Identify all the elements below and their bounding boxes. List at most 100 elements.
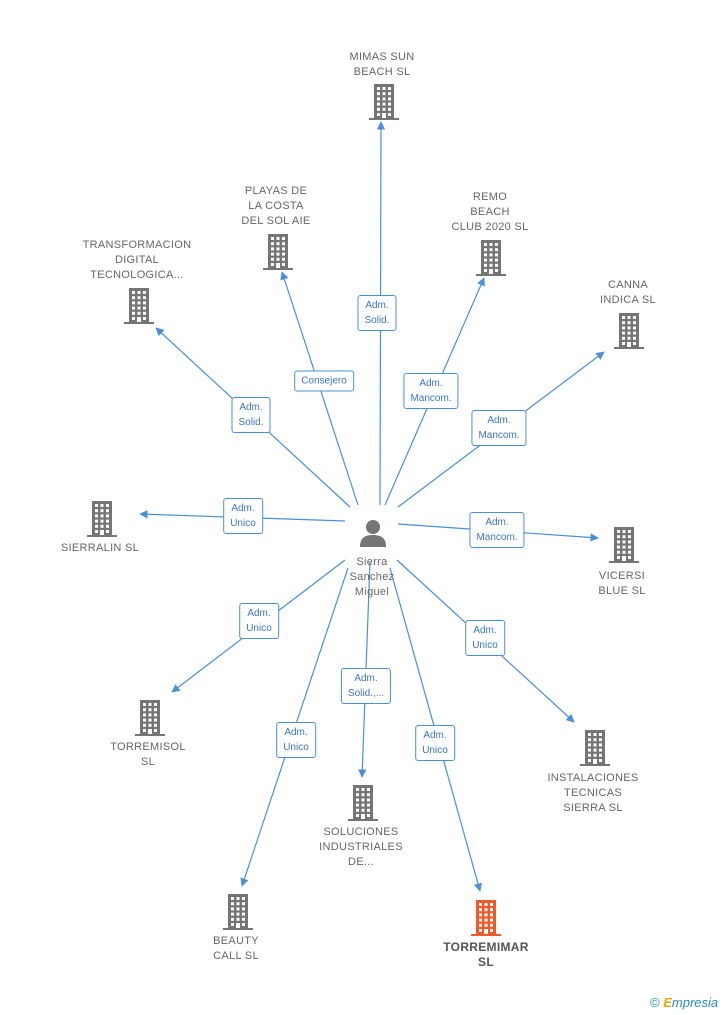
role-label-remo[interactable]: Adm. Mancom. bbox=[403, 373, 459, 409]
company-node-canna[interactable] bbox=[614, 313, 644, 354]
role-label-line: Consejero bbox=[301, 375, 347, 387]
company-name-transformacion-line: DIGITAL bbox=[114, 254, 160, 266]
company-name-transformacion: TRANSFORMACION DIGITAL TECNOLOGICA... bbox=[83, 238, 192, 283]
company-name-canna-line: CANNA bbox=[607, 279, 649, 291]
copyright-symbol: © bbox=[650, 995, 660, 1010]
role-label-line: Mancom. bbox=[478, 430, 520, 441]
company-name-remo-line: BEACH bbox=[470, 206, 510, 218]
role-label-instalaciones[interactable]: Adm. Unico bbox=[465, 620, 505, 656]
company-name-torremisol-line: SL bbox=[140, 756, 156, 768]
role-label-mimas[interactable]: Adm. Solid. bbox=[357, 295, 397, 331]
role-label-line: Solid. bbox=[364, 315, 390, 326]
company-name-transformacion-line: TRANSFORMACION bbox=[82, 239, 192, 251]
company-name-beauty: BEAUTY CALL SL bbox=[213, 934, 259, 964]
company-name-playas-line: PLAYAS DE bbox=[244, 185, 308, 197]
building-icon bbox=[124, 288, 154, 324]
role-label-playas[interactable]: Consejero bbox=[294, 370, 354, 392]
building-icon bbox=[609, 527, 639, 563]
company-node-torremisol[interactable] bbox=[135, 700, 165, 741]
company-node-vicersi[interactable] bbox=[609, 527, 639, 568]
company-name-mimas-line: BEACH SL bbox=[353, 66, 411, 78]
building-icon bbox=[263, 234, 293, 270]
building-icon bbox=[348, 785, 378, 821]
role-label-canna[interactable]: Adm. Mancom. bbox=[471, 410, 527, 446]
company-node-sierralin[interactable] bbox=[87, 501, 117, 542]
role-label-torremisol[interactable]: Adm. Unico bbox=[239, 603, 279, 639]
role-label-line: Mancom. bbox=[476, 532, 518, 543]
company-name-playas-line: DEL SOL AIE bbox=[241, 215, 311, 227]
company-node-instalaciones[interactable] bbox=[580, 730, 610, 771]
role-label-line: Adm. bbox=[284, 727, 308, 738]
role-label-line: Adm. bbox=[485, 517, 509, 528]
role-label-line: Adm. bbox=[423, 730, 447, 741]
center-person-name-line: Sierra bbox=[356, 556, 388, 568]
building-icon bbox=[87, 501, 117, 537]
building-icon bbox=[223, 894, 253, 930]
company-name-soluciones: SOLUCIONES INDUSTRIALES DE... bbox=[319, 825, 403, 870]
company-node-transformacion[interactable] bbox=[124, 288, 154, 329]
company-name-vicersi: VICERSI BLUE SL bbox=[598, 569, 645, 599]
role-label-line: Adm. bbox=[354, 673, 378, 684]
company-name-playas-line: LA COSTA bbox=[248, 200, 304, 212]
company-name-mimas-line: MIMAS SUN bbox=[349, 51, 415, 63]
company-node-soluciones[interactable] bbox=[348, 785, 378, 826]
role-label-line: Unico bbox=[472, 640, 498, 651]
company-name-instalaciones-line: INSTALACIONES bbox=[547, 772, 639, 784]
role-label-beauty[interactable]: Adm.Unico bbox=[276, 722, 316, 758]
company-name-torremisol-line: TORREMISOL bbox=[110, 741, 186, 753]
company-name-soluciones-line: DE... bbox=[348, 856, 374, 868]
company-node-mimas[interactable] bbox=[369, 84, 399, 125]
company-name-soluciones-line: SOLUCIONES bbox=[323, 826, 399, 838]
company-name-torremimar-line: SL bbox=[478, 955, 494, 969]
brand-e: E bbox=[663, 995, 672, 1010]
company-name-sierralin-line: SIERRALIN SL bbox=[60, 542, 140, 554]
brand-name: mpresia bbox=[671, 995, 719, 1010]
company-name-transformacion-line: TECNOLOGICA... bbox=[90, 269, 184, 281]
company-node-remo[interactable] bbox=[476, 240, 506, 281]
role-label-line: Adm. bbox=[473, 625, 497, 636]
company-name-remo-line: REMO bbox=[472, 191, 508, 203]
role-label-line: Adm. bbox=[239, 402, 263, 413]
role-label-sierralin[interactable]: Adm. Unico bbox=[223, 498, 263, 534]
role-label-torremimar[interactable]: Adm.Unico bbox=[415, 725, 455, 761]
company-node-torremimar[interactable] bbox=[471, 900, 501, 941]
role-label-line: Adm. bbox=[247, 608, 271, 619]
company-name-soluciones-line: INDUSTRIALES bbox=[319, 841, 403, 853]
role-label-line: Adm. bbox=[487, 415, 511, 426]
building-icon bbox=[471, 900, 501, 936]
company-name-vicersi-line: VICERSI bbox=[598, 570, 646, 582]
company-name-beauty-line: CALL SL bbox=[213, 950, 259, 962]
role-label-line: Solid.,... bbox=[347, 688, 385, 699]
company-name-instalaciones-line: SIERRA SL bbox=[563, 802, 623, 814]
company-name-vicersi-line: BLUE SL bbox=[598, 585, 646, 597]
role-label-soluciones[interactable]: Adm. Solid.,... bbox=[340, 668, 392, 704]
role-label-vicersi[interactable]: Adm. Mancom. bbox=[469, 512, 525, 548]
company-name-playas: PLAYAS DE LA COSTA DEL SOL AIE bbox=[241, 184, 310, 229]
center-person[interactable] bbox=[358, 518, 388, 553]
role-label-line: Unico bbox=[230, 518, 256, 529]
company-node-beauty[interactable] bbox=[223, 894, 253, 935]
role-label-line: Unico bbox=[246, 623, 272, 634]
company-name-torremisol: TORREMISOL SL bbox=[110, 740, 186, 770]
company-name-remo-line: CLUB 2020 SL bbox=[451, 221, 529, 233]
role-label-line: Mancom. bbox=[410, 393, 452, 404]
center-person-name-line: Miguel bbox=[354, 586, 390, 598]
company-node-playas[interactable] bbox=[263, 234, 293, 275]
building-icon bbox=[476, 240, 506, 276]
person-icon bbox=[360, 520, 386, 547]
building-icon bbox=[369, 84, 399, 120]
role-label-line: Adm. bbox=[419, 378, 443, 389]
role-label-line: Adm. bbox=[231, 503, 255, 514]
company-name-beauty-line: BEAUTY bbox=[213, 935, 259, 947]
center-person-name-line: Sanchez bbox=[349, 571, 395, 583]
company-name-remo: REMO BEACH CLUB 2020 SL bbox=[452, 190, 529, 235]
building-icon bbox=[580, 730, 610, 766]
role-label-transformacion[interactable]: Adm. Solid. bbox=[231, 397, 271, 433]
role-label-line: Adm. bbox=[365, 300, 389, 311]
role-label-line: Solid. bbox=[238, 417, 264, 428]
